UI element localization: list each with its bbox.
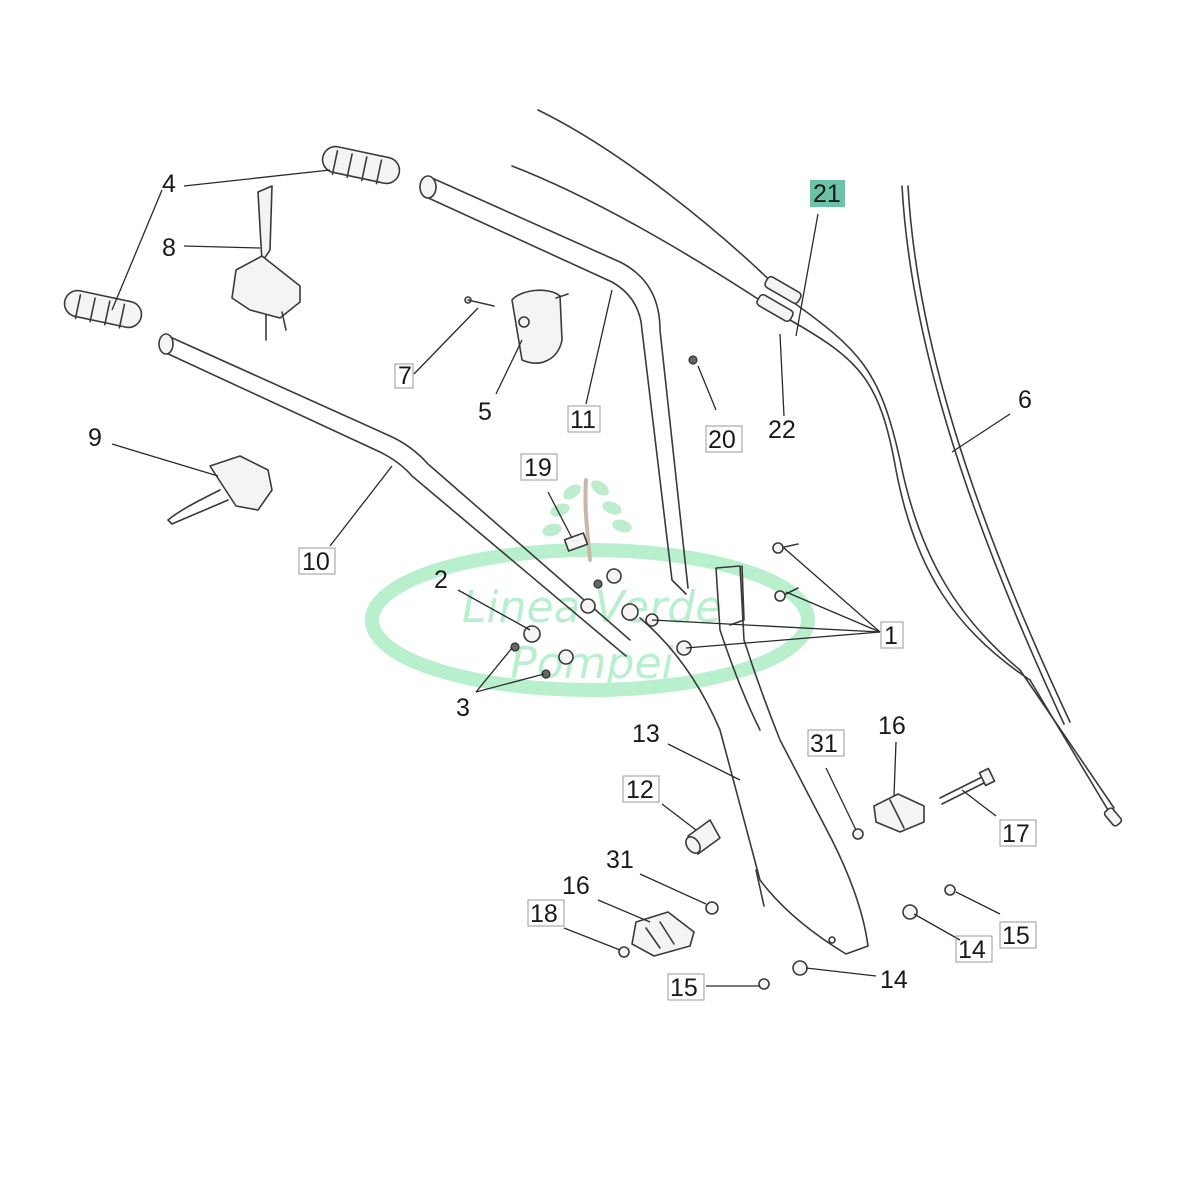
callout-labels: 4 8 7 5 11 20 21 22 6 9 19 10 2 3 1 13 3… [88, 170, 1037, 1002]
part-cable-6 [901, 185, 1071, 725]
part-screw-15-lower [758, 978, 770, 990]
part-washer-14-right [902, 904, 918, 920]
part-handlebar-10 [158, 333, 631, 657]
callout-16-lower: 16 [562, 872, 590, 900]
callout-21: 21 [813, 180, 841, 208]
leader-lines [111, 169, 1011, 987]
part-nut-31-upper [852, 828, 864, 840]
callout-6: 6 [1018, 386, 1032, 414]
part-cables-21-22 [511, 109, 1123, 827]
part-clamp-16-lower [631, 911, 695, 957]
part-grip-upper [321, 145, 401, 185]
callout-10: 10 [302, 548, 330, 576]
part-ball-20 [688, 355, 698, 365]
callout-31-lower: 31 [606, 846, 634, 874]
callout-8: 8 [162, 234, 176, 262]
callout-22: 22 [768, 416, 796, 444]
callout-19: 19 [524, 454, 552, 482]
callout-12: 12 [626, 776, 654, 804]
watermark-text-line2: Pompei [510, 638, 674, 689]
part-clamp-16-upper [873, 793, 925, 833]
callout-3: 3 [456, 694, 470, 722]
callout-7: 7 [398, 362, 412, 390]
callout-16-upper: 16 [878, 712, 906, 740]
part-nut-18 [618, 946, 630, 958]
part-nut-31-lower [705, 901, 719, 915]
callout-21-highlight [810, 180, 845, 207]
part-screw-7 [464, 296, 495, 307]
callout-4: 4 [162, 170, 176, 198]
part-washer-14-lower [792, 960, 808, 976]
callout-15-lower: 15 [670, 974, 698, 1002]
callout-13: 13 [632, 720, 660, 748]
callout-11: 11 [570, 406, 596, 434]
part-grip-lower [63, 289, 143, 329]
callout-14-lower: 14 [880, 966, 908, 994]
part-bolt-17 [939, 767, 996, 805]
part-lever-9 [167, 455, 273, 525]
part-bushing-12 [685, 819, 721, 855]
part-frame-13 [639, 565, 869, 955]
part-lever-8 [231, 185, 301, 341]
callout-14-right: 14 [958, 936, 986, 964]
part-screw-15-right [944, 884, 956, 896]
part-bolts-1 [772, 542, 799, 602]
callout-9: 9 [88, 424, 102, 452]
callout-31-upper: 31 [810, 730, 838, 758]
callout-5: 5 [478, 398, 492, 426]
callout-2: 2 [434, 566, 448, 594]
part-handlebar-11 [419, 175, 689, 595]
callout-15-right: 15 [1002, 922, 1030, 950]
callout-18: 18 [530, 900, 558, 928]
part-spring-19 [563, 532, 589, 552]
callout-17: 17 [1002, 820, 1030, 848]
part-box-5 [511, 289, 569, 364]
callout-1: 1 [884, 622, 898, 650]
callout-20: 20 [708, 426, 736, 454]
